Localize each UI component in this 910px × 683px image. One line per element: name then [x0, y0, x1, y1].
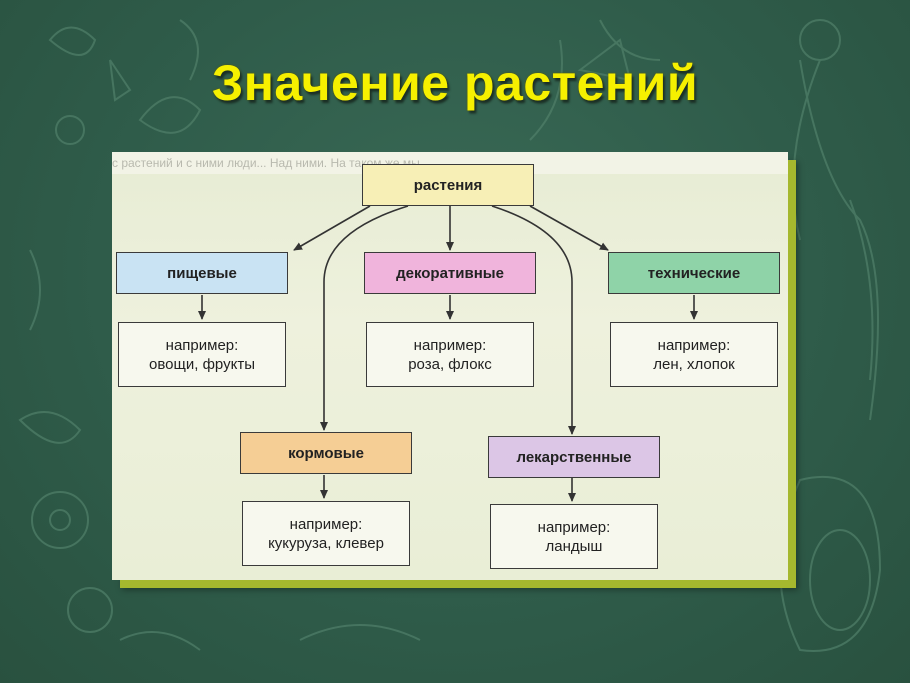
category-med-node: лекарственные — [488, 436, 660, 478]
arrow-to-food — [293, 205, 371, 251]
example-feed-line1: например: — [289, 515, 363, 533]
root-node: растения — [362, 164, 534, 206]
category-decor-node: декоративные — [364, 252, 536, 294]
diagram-card: с растений и с ними люди... Над ними. На… — [112, 152, 788, 580]
connector-arrows — [198, 205, 698, 502]
example-food-line1: например: — [165, 336, 239, 354]
example-feed-line2: кукуруза, клевер — [268, 534, 384, 552]
example-decor-box: например: роза, флокс — [366, 322, 534, 387]
example-med-line1: например: — [537, 518, 611, 536]
arrow-to-med — [491, 205, 576, 435]
example-med-line2: ландыш — [545, 537, 603, 555]
example-food-line2: овощи, фрукты — [149, 355, 255, 373]
example-tech-line1: например: — [657, 336, 731, 354]
category-med-label: лекарственные — [516, 448, 632, 466]
category-food-label: пищевые — [167, 264, 237, 282]
arrow-to-feed — [320, 205, 409, 431]
example-decor-line2: роза, флокс — [408, 355, 492, 373]
example-tech-line2: лен, хлопок — [653, 355, 735, 373]
slide-title: Значение растений — [211, 55, 699, 111]
category-feed-label: кормовые — [288, 444, 364, 462]
example-tech-box: например: лен, хлопок — [610, 322, 778, 387]
arrow-to-tech — [529, 205, 609, 251]
faded-text-strip: с растений и с ними люди... Над ними. На… — [112, 152, 788, 174]
example-feed-box: например: кукуруза, клевер — [242, 501, 410, 566]
category-feed-node: кормовые — [240, 432, 412, 474]
category-decor-label: декоративные — [396, 264, 504, 282]
example-food-box: например: овощи, фрукты — [118, 322, 286, 387]
category-tech-label: технические — [647, 264, 741, 282]
example-decor-line1: например: — [413, 336, 487, 354]
category-food-node: пищевые — [116, 252, 288, 294]
category-tech-node: технические — [608, 252, 780, 294]
example-med-box: например: ландыш — [490, 504, 658, 569]
root-label: растения — [413, 176, 483, 194]
